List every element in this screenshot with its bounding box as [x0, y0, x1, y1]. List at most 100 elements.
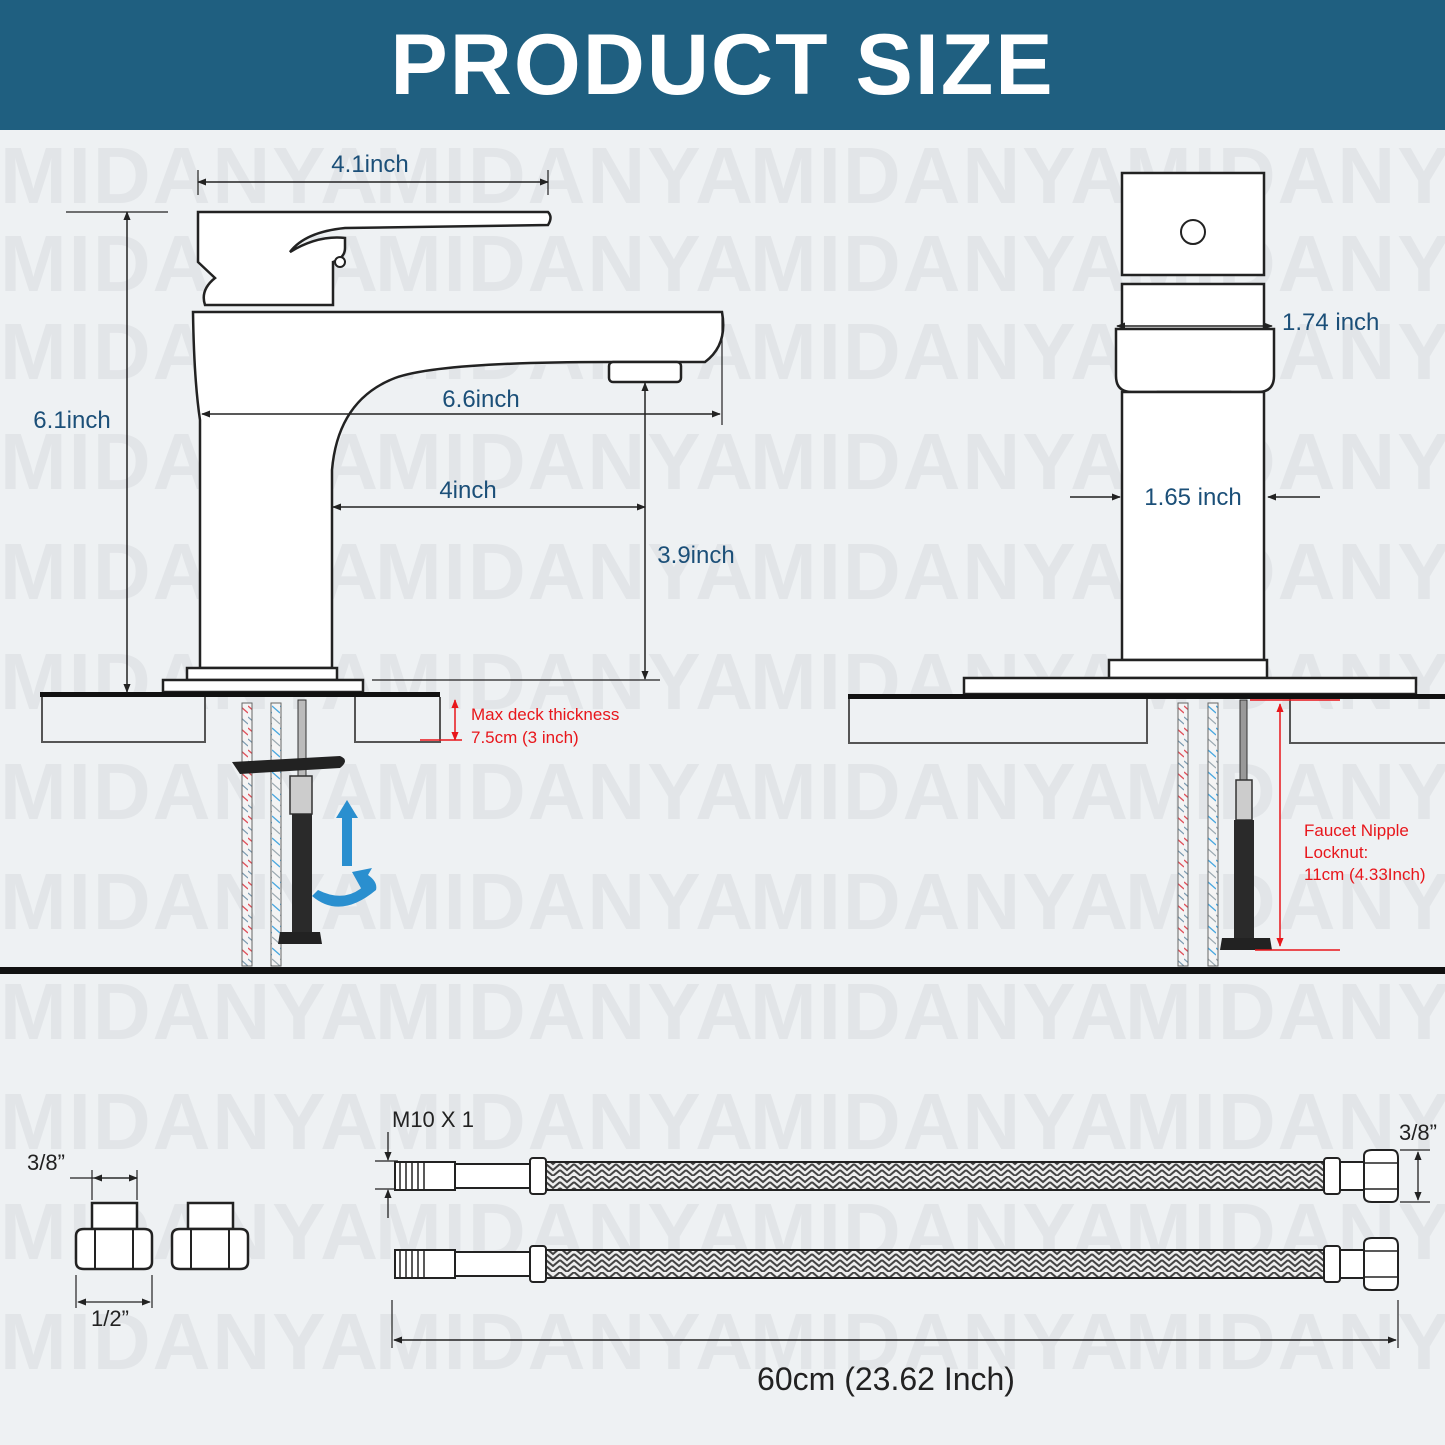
faucet-body	[191, 310, 725, 670]
hose-1-thread-end	[394, 1161, 456, 1191]
watermark-text: MIDANYA	[375, 131, 755, 220]
tighten-arrow-icon	[312, 800, 377, 907]
watermark-text: MIDANYA	[750, 857, 1130, 946]
hose-1-ferrule-left	[529, 1157, 547, 1195]
watermark-text: MIDANYA	[750, 1077, 1130, 1166]
side-hot-pipe	[1177, 702, 1189, 967]
page-title: PRODUCT SIZE	[390, 17, 1055, 113]
nipple-label: Faucet Nipple	[1304, 821, 1409, 840]
watermark-text: MIDANYA	[375, 527, 755, 616]
hose-2-tube	[454, 1251, 531, 1277]
hose-2-nut-neck	[1339, 1249, 1365, 1279]
watermark-text: MIDANYA	[375, 1077, 755, 1166]
hose-1-ferrule-right	[1323, 1157, 1341, 1195]
deck-slab	[41, 697, 441, 743]
hose-1-tube	[454, 1163, 531, 1189]
watermark-text: MIDANYA	[0, 1297, 380, 1386]
watermark-text: MIDANYA	[1125, 967, 1445, 1056]
hose-length-label: 60cm (23.62 Inch)	[757, 1361, 1015, 1397]
nut-size-label: 3/8”	[1399, 1120, 1437, 1145]
adapter-1-nut	[74, 1227, 154, 1271]
adapter-top-size-label: 3/8”	[27, 1150, 65, 1175]
watermark-text: MIDANYA	[750, 131, 1130, 220]
deck-surface	[40, 692, 440, 697]
watermark-text: MIDANYA	[0, 1077, 380, 1166]
nipple-label-locknut: Locknut:	[1304, 843, 1368, 862]
locknut-plate	[232, 756, 345, 774]
hose-1-thread-ridges	[399, 1162, 425, 1190]
adapter-2-thread	[186, 1201, 235, 1231]
watermark-text: MIDANYA	[0, 967, 380, 1056]
side-base-ring	[1107, 658, 1269, 680]
watermark-text: MIDANYA	[375, 967, 755, 1056]
hose-1-braid	[545, 1161, 1325, 1191]
side-mounting-rod	[1239, 699, 1248, 781]
front-view: 4.1inch 6.1inch 6.6inch 4inch 3.9inch Ma…	[33, 151, 735, 967]
side-locknut-tube	[1234, 820, 1254, 940]
watermark-text: MIDANYA	[750, 967, 1130, 1056]
deck-thickness-value: 7.5cm (3 inch)	[471, 728, 579, 747]
watermark-text: MIDANYA	[750, 307, 1130, 396]
nipple-length-value: 11cm (4.33Inch)	[1304, 865, 1426, 884]
hot-supply-pipe	[241, 702, 253, 967]
side-body	[1120, 390, 1266, 662]
side-handle-hole-icon	[1180, 219, 1206, 245]
side-spout	[1114, 327, 1276, 394]
aerator	[607, 360, 683, 384]
body-width-label: 1.65 inch	[1144, 484, 1241, 511]
watermark-text: MIDANYA	[0, 131, 380, 220]
threaded-nipple	[289, 775, 313, 815]
handle-lever	[196, 210, 552, 307]
locknut-tube	[292, 814, 312, 934]
hoses: M10 X 1 3/8”	[375, 1107, 1437, 1397]
watermark-text: MIDANYA	[750, 527, 1130, 616]
hose-2-braid	[545, 1249, 1325, 1279]
watermark-text: MIDANYA	[375, 417, 755, 506]
section-divider	[0, 967, 1445, 974]
hose-1-nut-neck	[1339, 1161, 1365, 1191]
watermark-text: MIDANYA	[750, 417, 1130, 506]
handle-screw-icon	[334, 256, 346, 268]
total-height-label: 6.1inch	[33, 407, 110, 434]
locknut-handle	[278, 932, 322, 944]
adapter-2-nut	[170, 1227, 250, 1271]
side-deck-surface	[848, 694, 1445, 699]
spout-height-label: 3.9inch	[657, 542, 734, 569]
side-base-plate	[962, 676, 1418, 696]
thread-size-label: M10 X 1	[392, 1107, 474, 1132]
top-width-label: 1.74 inch	[1282, 309, 1379, 336]
base-plate	[161, 678, 365, 694]
watermark-text: MIDANYA	[375, 857, 755, 946]
handle-width-label: 4.1inch	[331, 151, 408, 178]
hose-1-nut	[1363, 1149, 1399, 1203]
spout-length-label: 6.6inch	[442, 386, 519, 413]
side-handle-neck	[1120, 282, 1266, 331]
watermark-text: MIDANYA	[750, 219, 1130, 308]
hose-2-thread-ridges	[399, 1250, 425, 1278]
adapter-bottom-size-label: 1/2”	[91, 1306, 129, 1331]
side-deck-slab	[848, 699, 1445, 744]
hose-2-ferrule-left	[529, 1245, 547, 1283]
watermark-text: MIDANYA	[375, 219, 755, 308]
watermark-text: MIDANYA	[0, 857, 380, 946]
adapters: 3/8” 1/2”	[27, 1150, 250, 1331]
hose-2-thread-end	[394, 1249, 456, 1279]
hose-2-nut	[1363, 1237, 1399, 1291]
side-locknut-handle	[1220, 938, 1272, 950]
watermark-text: MIDANYA	[375, 747, 755, 836]
adapter-1-thread	[90, 1201, 139, 1231]
watermark-text: MIDANYA	[750, 747, 1130, 836]
side-view: 1.74 inch 1.65 inch Faucet Nipple Locknu…	[848, 171, 1445, 967]
cold-supply-pipe	[270, 702, 282, 967]
hose-2-ferrule-right	[1323, 1245, 1341, 1283]
spout-reach-label: 4inch	[439, 477, 496, 504]
header-banner	[0, 0, 1445, 130]
body-base-ring	[185, 666, 339, 682]
side-cold-pipe	[1207, 702, 1219, 967]
